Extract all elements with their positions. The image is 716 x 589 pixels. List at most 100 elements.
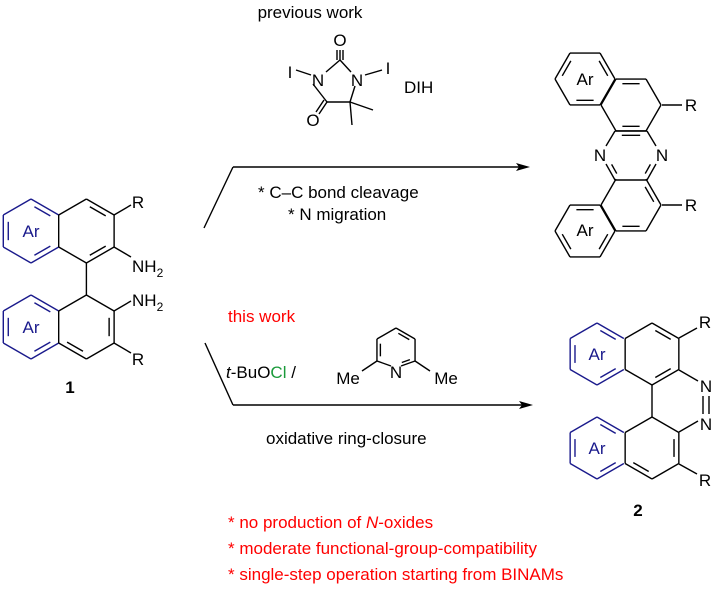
double-bond [654,329,672,340]
double-bond [599,423,617,434]
dih-n3: N [351,71,363,90]
bond [325,59,341,73]
ring-bond [30,246,60,264]
bond [364,69,383,76]
ring-bond [2,198,32,216]
bond [339,59,352,73]
bond [295,69,312,76]
bond [113,204,132,216]
double-bond [599,368,617,379]
c2-ar-top: Ar [589,345,606,364]
ring-bond [554,204,571,232]
ring-bond [651,462,680,480]
ring-bond [569,462,598,480]
ring-bond [600,204,617,232]
phenazine-ar-top: Ar [577,70,594,89]
double-bond [34,245,51,256]
c1-ar-bottom: Ar [23,318,40,337]
ring-bond [596,368,625,386]
ring-bond [596,416,625,434]
bond [646,130,657,147]
bond [605,130,616,147]
bond [349,101,374,111]
double-bond [644,164,652,174]
bond [605,163,616,181]
ring-bond [624,462,653,480]
bond [678,463,698,475]
bond [376,327,397,340]
ring-bond [599,78,616,106]
compound-2-label: 2 [633,501,642,520]
ring-bond [569,416,598,434]
ring-bond [645,78,662,106]
ring-bond [58,342,87,360]
condition-n-migration: * N migration [288,205,386,224]
c2-r-bottom: R [699,471,711,490]
bond [361,360,378,372]
ring-bond [651,368,680,386]
bond [204,342,234,406]
dih-i-left: I [288,63,293,82]
advantage-2: * moderate functional-group-compatibilit… [228,539,537,558]
c1-r-bottom: R [132,350,144,369]
ring-bond [596,322,625,340]
ring-bond [600,104,617,132]
bond [678,369,699,382]
ring-bond [554,52,571,80]
double-bond [644,186,655,203]
ring-bond [58,246,87,264]
ring-bond [30,294,60,312]
lutidine-me-right: Me [434,369,458,388]
ring-bond [86,294,115,312]
double-bond [89,245,107,256]
double-bond [598,60,609,77]
bond [400,360,416,367]
double-bond [401,358,411,364]
compound-1-label: 1 [65,378,74,397]
phenazine-n-left: N [594,146,606,165]
dih-label: DIH [404,78,433,97]
dih-o-top: O [333,31,346,50]
ring-bond [599,230,616,258]
bond [678,420,699,433]
ring-bond [600,78,617,106]
ring-bond [645,178,662,206]
ring-bond [624,368,653,386]
double-bond [66,341,84,352]
bond [646,163,657,181]
ring-bond [599,52,616,80]
ring-bond [58,294,87,312]
c2-n-top: N [700,377,712,396]
ring-bond [58,198,87,216]
double-bond [599,329,617,340]
ring-bond [624,322,653,340]
ring-bond [86,198,115,216]
double-bond [89,206,107,217]
ring-bond [624,416,653,434]
ring-bond [86,246,115,264]
double-bond [34,341,51,352]
ring-bond [599,204,616,232]
lutidine-n: N [390,363,402,382]
double-bond [632,462,650,473]
bond-lines [2,50,710,480]
bond [203,166,234,229]
ring-bond [569,322,598,340]
double-bond [598,233,609,250]
double-bond [654,368,672,379]
double-bond [397,332,410,341]
advantage-3: * single-step operation starting from BI… [228,565,563,584]
bond [113,342,132,354]
double-bond [34,206,51,217]
bond [395,327,416,340]
dih-n1: N [312,71,324,90]
c2-ar-bottom: Ar [589,439,606,458]
ring-bond [600,178,617,206]
phenazine-r-bottom: R [685,196,697,215]
ring-bond [645,204,662,232]
ring-bond [596,462,625,480]
dih-i-right: I [386,59,391,78]
bond [113,300,132,312]
ring-bond [645,104,662,132]
